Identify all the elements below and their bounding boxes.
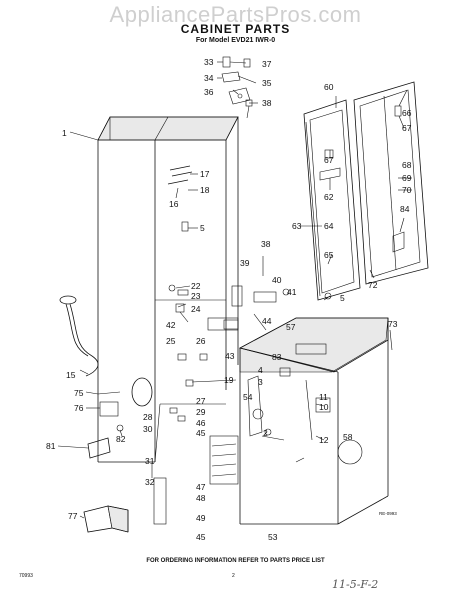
callout-81: 81 (46, 441, 56, 451)
callout-26: 26 (196, 336, 206, 346)
callout-75: 75 (74, 388, 84, 398)
drawing-ref-code: RE-0993 (379, 511, 397, 516)
callout-64: 64 (324, 221, 334, 231)
callout-35: 35 (262, 78, 272, 88)
cabinet-shell (97, 116, 239, 463)
page-number: 2 (232, 573, 235, 579)
water-hose (59, 295, 99, 377)
watermark-text: AppliancePartsPros.com (109, 2, 362, 27)
callout-66: 66 (402, 108, 412, 118)
freezer-liner-box (238, 317, 389, 525)
callout-76: 76 (74, 403, 84, 413)
callout-2: 2 (263, 428, 268, 438)
callout-46: 46 (196, 418, 206, 428)
callout-58: 58 (343, 432, 353, 442)
callout-5-right: 5 (340, 293, 345, 303)
callout-40: 40 (272, 275, 282, 285)
callout-30: 30 (143, 424, 153, 434)
callout-23: 23 (191, 291, 201, 301)
callout-42: 42 (166, 320, 176, 330)
callout-57: 57 (286, 322, 296, 332)
callout-36: 36 (204, 87, 214, 97)
page-title: CABINET PARTS (180, 22, 291, 36)
callout-67-left: 67 (324, 155, 334, 165)
callout-68: 68 (402, 160, 412, 170)
right-middle-parts (223, 256, 332, 331)
callout-65: 65 (324, 250, 334, 260)
callout-22: 22 (191, 281, 201, 291)
callout-32: 32 (145, 477, 155, 487)
callout-41: 41 (287, 287, 297, 297)
callout-33: 33 (204, 57, 214, 67)
top-hinge-parts (221, 56, 253, 119)
callout-18: 18 (200, 185, 210, 195)
callout-27: 27 (196, 396, 206, 406)
sheet-code: 70993 (19, 573, 33, 579)
callout-63: 63 (292, 221, 302, 231)
callout-4: 4 (258, 365, 263, 375)
callout-24: 24 (191, 304, 201, 314)
callout-60: 60 (324, 82, 334, 92)
lower-left-parts (83, 391, 129, 533)
callout-28: 28 (143, 412, 153, 422)
callout-45-lower: 45 (196, 532, 206, 542)
center-parts (131, 284, 243, 525)
callout-72: 72 (368, 280, 378, 290)
callout-19: 19 (224, 375, 234, 385)
callout-31: 31 (145, 456, 155, 466)
callout-44: 44 (262, 316, 272, 326)
callout-70: 70 (402, 185, 412, 195)
callout-73: 73 (388, 319, 398, 329)
model-subtitle: For Model EVD21 IWR-0 (195, 37, 276, 44)
callout-84: 84 (400, 204, 410, 214)
cabinet-handles (167, 165, 193, 232)
callout-39: 39 (240, 258, 250, 268)
callout-38-middle: 38 (261, 239, 271, 249)
callout-54: 54 (243, 392, 253, 402)
callout-29: 29 (196, 407, 206, 417)
callout-45-upper: 45 (196, 428, 206, 438)
callout-25: 25 (166, 336, 176, 346)
callout-5-upper: 5 (200, 223, 205, 233)
callout-83: 83 (272, 352, 282, 362)
callout-15: 15 (66, 370, 76, 380)
door-gasket-frame-left (303, 99, 361, 301)
callout-53: 53 (268, 532, 278, 542)
leader-lines (57, 61, 412, 519)
callout-38-top: 38 (262, 98, 272, 108)
handwritten-note: 11-5-F-2 (332, 578, 379, 591)
callout-43: 43 (225, 351, 235, 361)
callout-48: 48 (196, 493, 206, 503)
door-bins (319, 105, 405, 253)
callout-69: 69 (402, 173, 412, 183)
callout-11: 11 (319, 392, 328, 402)
callout-62: 62 (324, 192, 334, 202)
callout-10: 10 (319, 402, 329, 412)
callout-77: 77 (68, 511, 78, 521)
callout-37: 37 (262, 59, 272, 69)
callout-3: 3 (258, 377, 263, 387)
callout-16: 16 (169, 199, 179, 209)
ordering-info-footer: FOR ORDERING INFORMATION REFER TO PARTS … (146, 558, 325, 564)
callout-47: 47 (196, 482, 206, 492)
callout-1: 1 (62, 128, 67, 138)
callout-numbers: 1 2 3 4 5 5 10 11 12 15 16 17 18 19 22 2… (46, 57, 412, 542)
callout-12: 12 (319, 435, 329, 445)
callout-82: 82 (116, 434, 126, 444)
callout-17: 17 (200, 169, 210, 179)
callout-49: 49 (196, 513, 206, 523)
door-gasket-frame-right (353, 81, 429, 285)
callout-34: 34 (204, 73, 214, 83)
callout-67-right: 67 (402, 123, 412, 133)
